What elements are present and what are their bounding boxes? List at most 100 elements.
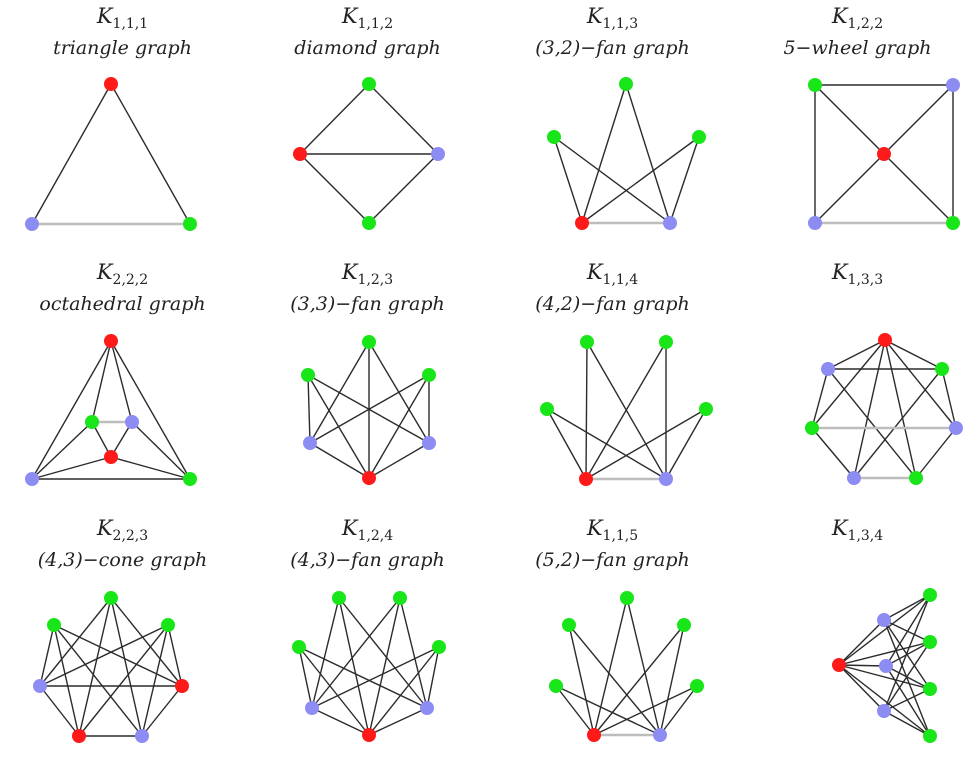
graph-vertex-red	[104, 450, 118, 464]
graph-vertex-green	[183, 472, 197, 486]
graph-edge	[659, 685, 698, 736]
graph-name: K1,2,4	[341, 516, 394, 545]
graph-vertex-green	[923, 729, 937, 743]
graph-name: K1,1,2	[341, 4, 394, 33]
graph-vertex-blue	[125, 415, 139, 429]
graph-edge	[885, 641, 931, 667]
graph-edge	[368, 442, 430, 479]
graph-panel-k223: K2,2,3 (4,3)−cone graph	[0, 512, 245, 766]
graph-edge	[368, 597, 401, 736]
graph-vertex-green	[935, 362, 949, 376]
graph-panel-k123: K1,2,3 (3,3)−fan graph	[245, 256, 490, 510]
graph-vertex-blue	[305, 701, 319, 715]
graph-edge	[546, 408, 587, 480]
graph-edge	[307, 374, 311, 444]
graph-edge	[884, 339, 957, 429]
graph-edge	[39, 597, 112, 687]
graph-vertex-green	[47, 618, 61, 632]
graph-vertex-green	[432, 640, 446, 654]
graph-alias: diamond graph	[294, 37, 441, 59]
graph-vertex-green	[923, 588, 937, 602]
graph-edge	[593, 624, 685, 736]
graph-edge	[338, 597, 428, 709]
graph-vertex-blue	[25, 472, 39, 486]
graph-name: K1,1,5	[586, 516, 639, 545]
graph-vertex-green	[805, 421, 819, 435]
graph-edge	[555, 685, 595, 736]
graph-edge	[581, 136, 700, 224]
graph-drawing	[301, 335, 436, 485]
graph-edge	[814, 153, 885, 224]
graph-edge	[884, 339, 943, 370]
graph-alias: 5−wheel graph	[783, 37, 932, 59]
graph-vertex-green	[547, 130, 561, 144]
graph-edge	[585, 341, 588, 480]
graph-edge	[626, 597, 661, 736]
graph-vertex-red	[575, 216, 589, 230]
graph-edge	[39, 624, 169, 687]
graph-vertex-green	[362, 77, 376, 91]
graph-drawing	[549, 591, 704, 742]
graph-edge	[31, 340, 112, 480]
graph-edge	[110, 340, 191, 480]
graph-edge	[307, 374, 430, 444]
graph-name: K1,1,3	[586, 4, 639, 33]
graph-edge	[91, 340, 112, 423]
graph-panel-k222: K2,2,2 octahedral graph	[0, 256, 245, 510]
graph-vertex-blue	[821, 362, 835, 376]
graph-vertex-blue	[33, 679, 47, 693]
graph-vertex-red	[293, 147, 307, 161]
graph-vertex-green	[104, 591, 118, 605]
graph-edge	[625, 83, 671, 224]
graph-vertex-red	[579, 472, 593, 486]
graph-edge	[546, 408, 667, 480]
graph-vertex-red	[587, 728, 601, 742]
graph-vertex-red	[877, 147, 891, 161]
graph-edge	[141, 624, 169, 737]
graph-vertex-blue	[949, 421, 963, 435]
graph-edge	[53, 624, 183, 687]
graph-drawing	[540, 335, 713, 486]
graph-vertex-green	[362, 216, 376, 230]
graph-vertex-blue	[946, 78, 960, 92]
graph-panel-k115: K1,1,5 (5,2)−fan graph	[490, 512, 735, 766]
graph-edge	[659, 624, 685, 736]
graph-name: K1,3,3	[831, 260, 884, 289]
graph-edge	[110, 456, 191, 480]
graph-edge	[568, 624, 661, 736]
graph-vertex-green	[362, 335, 376, 349]
graph-edge	[298, 646, 428, 709]
graph-edge	[586, 341, 667, 480]
graph-vertex-green	[540, 402, 554, 416]
graph-vertex-blue	[659, 472, 673, 486]
graph-edge	[838, 664, 931, 737]
graph-vertex-green	[393, 591, 407, 605]
graph-edge	[853, 368, 943, 479]
graph-vertex-green	[619, 77, 633, 91]
graph-edge	[883, 594, 931, 712]
graph-edge	[39, 685, 80, 737]
graph-vertex-blue	[431, 147, 445, 161]
graph-edge	[553, 136, 583, 224]
graph-vertex-blue	[877, 704, 891, 718]
graph-edge	[311, 646, 440, 709]
graph-vertex-green	[923, 682, 937, 696]
graph-vertex-red	[104, 77, 118, 91]
graph-vertex-green	[292, 640, 306, 654]
graph-edge	[31, 83, 112, 225]
graph-name: K2,2,3	[96, 516, 149, 545]
graph-drawing	[547, 77, 706, 230]
graph-name: K1,2,2	[831, 4, 884, 33]
graph-drawing	[808, 78, 960, 230]
graph-vertex-red	[832, 658, 846, 672]
graph-vertex-green	[909, 471, 923, 485]
graph-vertex-green	[699, 402, 713, 416]
graph-edge	[884, 339, 917, 479]
graph-edge	[368, 707, 428, 736]
graph-vertex-green	[161, 618, 175, 632]
graph-edge	[883, 688, 931, 712]
graph-vertex-blue	[135, 729, 149, 743]
graph-vertex-green	[659, 335, 673, 349]
graph-vertex-green	[332, 591, 346, 605]
graph-vertex-red	[878, 333, 892, 347]
